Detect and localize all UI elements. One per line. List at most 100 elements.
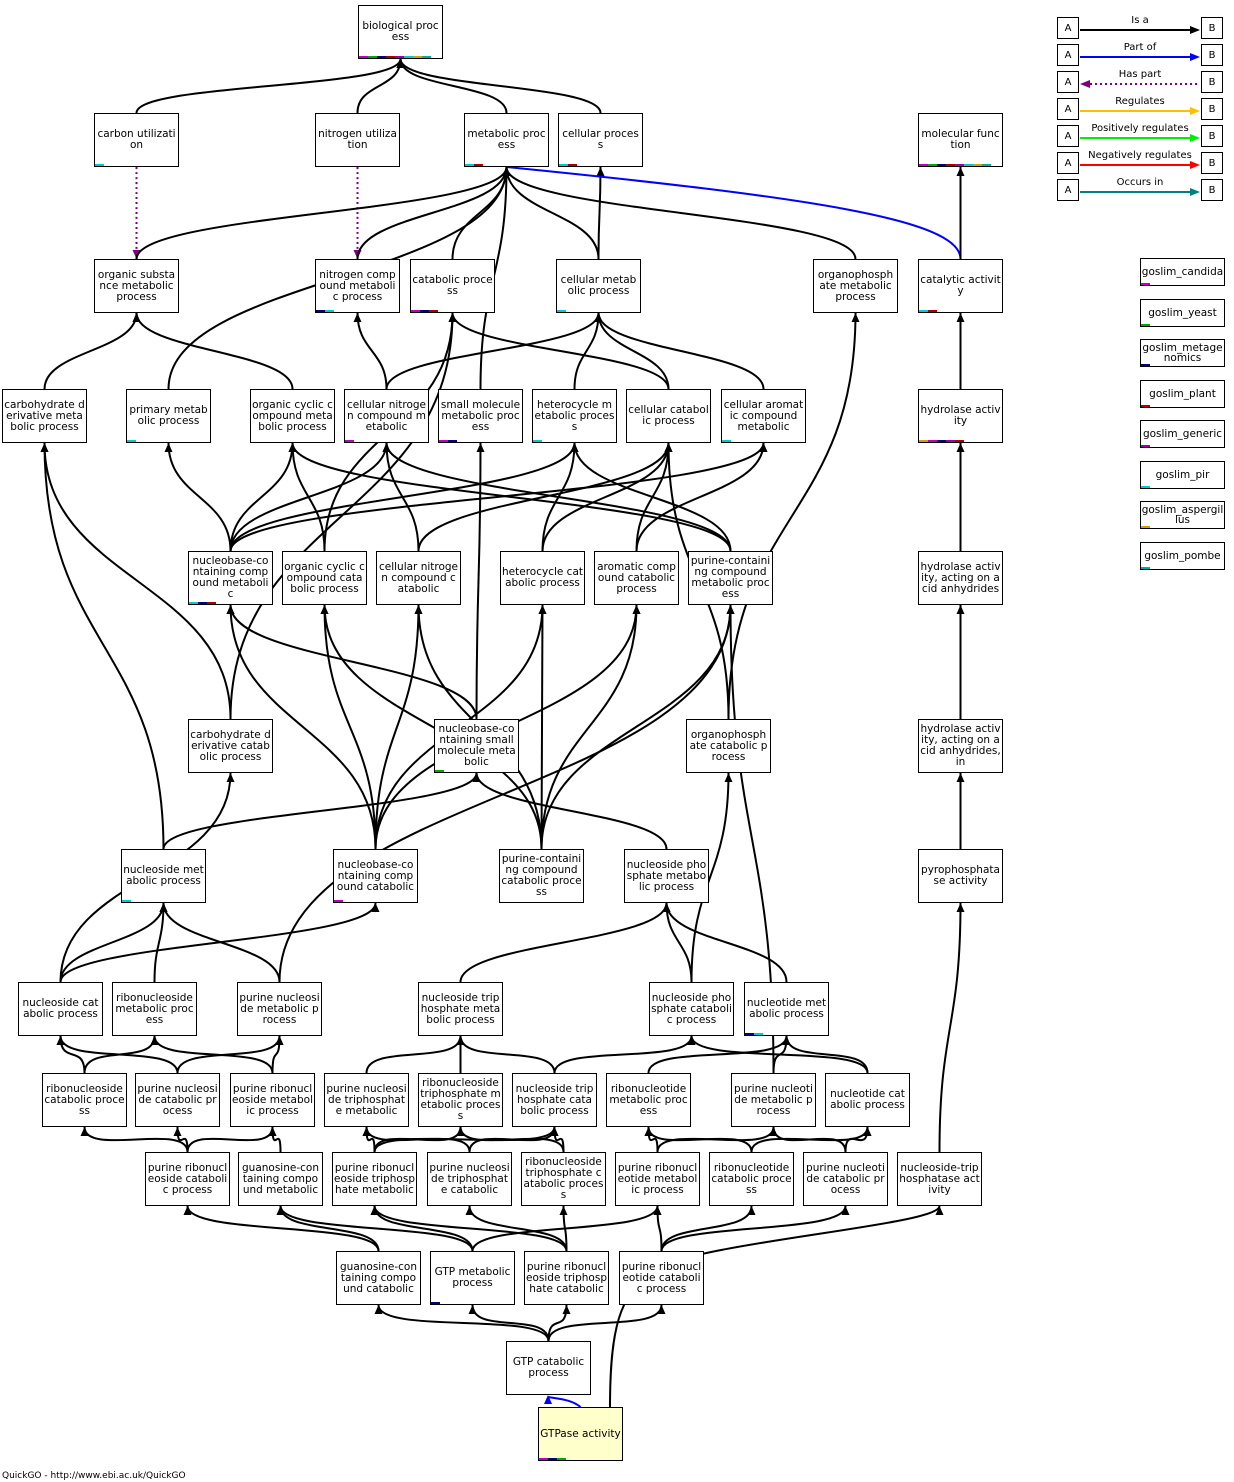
go-term-ribonucleoside-tp-metab[interactable]: ribonucleoside triphosphate metabolic pr… [418,1073,503,1127]
go-term-purine-cont-catab[interactable]: purine-containing compound catabolic pro… [499,849,584,903]
go-term-purine-ribonucleoside-catab[interactable]: purine ribonucleoside catabolic process [145,1152,230,1206]
go-term-purine-cont-metab[interactable]: purine-containing compound metabolic pro… [688,551,773,605]
slim-swatch [946,440,955,442]
legend-box-b: B [1201,152,1223,174]
go-term-mf[interactable]: molecular function [918,113,1003,167]
go-term-purine-ribonucleotide-metab[interactable]: purine ribonucleotide metabolic process [615,1152,700,1206]
edge-is-a [374,604,420,850]
edge-is-a [540,604,544,850]
go-term-nucbase-small-metab[interactable]: nucleobase-containing small molecule met… [434,719,519,773]
go-term-cellular-proc[interactable]: cellular process [558,113,643,167]
go-term-nucleoside-metab[interactable]: nucleoside metabolic process [121,849,206,903]
go-term-nitrogen-util[interactable]: nitrogen utilization [315,113,400,167]
slim-swatch [964,164,973,166]
go-term-carb-deriv-metab[interactable]: carbohydrate derivative metabolic proces… [2,389,87,443]
go-term-heterocycle-catab[interactable]: heterocycle catabolic process [500,551,585,605]
go-term-purine-nucleoside-tp-catab[interactable]: purine nucleoside triphosphate catabolic [427,1152,512,1206]
go-term-nucleotide-catab[interactable]: nucleotide catabolic process [825,1073,910,1127]
go-term-pyrophos[interactable]: pyrophosphatase activity [918,849,1003,903]
go-term-cell-catab[interactable]: cellular catabolic process [626,389,711,443]
go-term-guanosine-catab[interactable]: guanosine-containing compound catabolic [336,1251,421,1305]
go-term-ribonucleoside-tp-catab[interactable]: ribonucleoside triphosphate catabolic pr… [521,1152,606,1206]
go-term-purine-ribonucleoside-metab[interactable]: purine ribonucleoside metabolic process [230,1073,315,1127]
edge-is-a [573,312,600,390]
go-term-organophos-catab[interactable]: organophosphate catabolic process [686,719,771,773]
go-term-purine-nucleoside-catab[interactable]: purine nucleoside catabolic process [135,1073,220,1127]
go-term-org-cyclic-catab[interactable]: organic cyclic compound catabolic proces… [282,551,367,605]
slim-membership-bar [95,164,104,166]
go-term-ribonucleoside-metab[interactable]: ribonucleoside metabolic process [112,982,197,1036]
go-term-ribonucleoside-catab[interactable]: ribonucleoside catabolic process [42,1073,127,1127]
slim-swatch [474,164,483,166]
go-term-catalytic[interactable]: catalytic activity [918,259,1003,313]
slim-legend-item: goslim_pombe [1140,541,1225,570]
go-term-purine-nucleotide-metab[interactable]: purine nucleotide metabolic process [731,1073,816,1127]
go-term-nucleoside-catab[interactable]: nucleoside catabolic process [18,982,103,1036]
go-term-nucleotide-metab[interactable]: nucleotide metabolic process [744,982,829,1036]
edge-is-a [229,312,454,720]
legend-arrowhead [1190,26,1200,34]
legend-arrowhead [1190,134,1200,142]
go-term-purine-nucleotide-catab[interactable]: purine nucleotide catabolic process [803,1152,888,1206]
go-term-purine-ribonucleotide-catab[interactable]: purine ribonucleotide catabolic process [619,1251,704,1305]
go-term-cell-metab[interactable]: cellular metabolic process [556,259,641,313]
go-term-cell-nitro-metab[interactable]: cellular nitrogen compound metabolic [344,389,429,443]
slim-swatch [395,56,404,58]
edge-is-a [229,604,478,720]
go-term-cell-nitro-catab[interactable]: cellular nitrogen compound catabolic [376,551,461,605]
go-term-purine-nucleoside-metab[interactable]: purine nucleoside metabolic process [237,982,322,1036]
go-term-label: purine ribonucleoside triphosphate catab… [526,1260,607,1295]
go-term-label: primary metabolic process [129,404,208,427]
slim-swatch [548,1458,557,1460]
slim-legend-swatch [1141,445,1150,447]
go-term-cell-arom-metab[interactable]: cellular aromatic compound metabolic [721,389,806,443]
go-term-org-cyclic-metab[interactable]: organic cyclic compound metabolic proces… [250,389,335,443]
go-term-purine-ribonucleoside-tp-metab[interactable]: purine ribonucleoside triphosphate metab… [332,1152,417,1206]
go-term-hydro-anhyd-in[interactable]: hydrolase activity, acting on acid anhyd… [918,719,1003,773]
go-term-nucbase-metab[interactable]: nucleobase-containing compound metabolic [188,551,273,605]
go-term-arom-catab[interactable]: aromatic compound catabolic process [594,551,679,605]
go-term-carb-deriv-catab[interactable]: carbohydrate derivative catabolic proces… [188,719,273,773]
go-term-hydro-anhyd[interactable]: hydrolase activity, acting on acid anhyd… [918,551,1003,605]
go-term-nucleoside-phos-catab[interactable]: nucleoside phosphate catabolic process [649,982,734,1036]
go-term-hydrolase[interactable]: hydrolase activity [918,389,1003,443]
go-term-label: hydrolase activity, acting on acid anhyd… [920,560,1001,595]
go-term-primary-metab[interactable]: primary metabolic process [126,389,211,443]
go-term-label: carbon utilization [97,128,176,151]
edge-arrowhead [159,903,168,912]
slim-legend-item: goslim_aspergillus [1140,501,1225,529]
go-term-ribonucleotide-metab[interactable]: ribonucleotide metabolic process [606,1073,691,1127]
go-term-nucleoside-phos-metab[interactable]: nucleoside phosphate metabolic process [624,849,709,903]
edge-is-a [279,1205,474,1252]
go-term-label: purine nucleoside triphosphate metabolic [326,1082,407,1117]
go-term-org-subst[interactable]: organic substance metabolic process [94,259,179,313]
legend-arrowhead [1190,161,1200,169]
go-term-nucbase-catab[interactable]: nucleobase-containing compound catabolic [333,849,418,903]
go-term-nucleoside-tpase[interactable]: nucleoside-triphosphatase activity [897,1152,982,1206]
go-term-nitro-cmpd[interactable]: nitrogen compound metabolic process [315,259,400,313]
go-term-gtp-catab[interactable]: GTP catabolic process [506,1341,591,1395]
go-term-ribonucleotide-catab[interactable]: ribonucleotide catabolic process [709,1152,794,1206]
go-term-heterocycle-metab[interactable]: heterocycle metabolic process [532,389,617,443]
go-term-small-mol-metab[interactable]: small molecule metabolic process [438,389,523,443]
go-term-nucleoside-tp-metab[interactable]: nucleoside triphosphate metabolic proces… [418,982,503,1036]
slim-swatch [928,310,937,312]
slim-legend-label: goslim_yeast [1148,306,1217,319]
go-term-gtp-metab[interactable]: GTP metabolic process [430,1251,515,1305]
edge-is-a [167,442,232,552]
go-term-purine-ribonucleoside-tp-catab[interactable]: purine ribonucleoside triphosphate catab… [524,1251,609,1305]
go-term-metabolic[interactable]: metabolic process [464,113,549,167]
go-term-bp[interactable]: biological process [358,5,443,59]
go-term-nucleoside-tp-catab[interactable]: nucleoside triphosphate catabolic proces… [512,1073,597,1127]
go-term-purine-nucleoside-tp-metab[interactable]: purine nucleoside triphosphate metabolic [324,1073,409,1127]
legend-relation-label: Has part [1118,69,1162,80]
go-term-guanosine-metab[interactable]: guanosine-containing compound metabolic [238,1152,323,1206]
edge-arrowhead [562,1305,571,1314]
edge-arrowhead [851,313,860,322]
edge-is-a [323,604,377,850]
go-term-organophos-metab[interactable]: organophosphate metabolic process [813,259,898,313]
go-term-carbon-util[interactable]: carbon utilization [94,113,179,167]
go-term-gtpase[interactable]: GTPase activity [538,1407,623,1461]
slim-membership-bar [745,1033,763,1035]
go-term-catabolic[interactable]: catabolic process [410,259,495,313]
